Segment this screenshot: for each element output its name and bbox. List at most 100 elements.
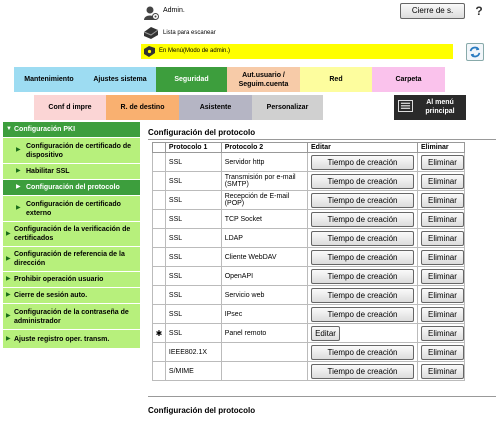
sidebar-item-external-certificate[interactable]: ▶ Configuración de certificado externo (3, 196, 140, 222)
sidebar-item-label: Configuración de la contraseña de admini… (14, 308, 129, 325)
help-icon[interactable]: ? (475, 4, 483, 18)
tab-system-settings[interactable]: Ajustes sistema (84, 67, 156, 92)
delete-cell: Eliminar (416, 342, 466, 362)
main-menu-line2: principal (425, 108, 455, 115)
sidebar-item-auto-logout[interactable]: ▶ Cierre de sesión auto. (3, 288, 140, 304)
delete-button[interactable]: Eliminar (420, 363, 464, 379)
protocol2-cell: LDAP (220, 228, 309, 248)
create-button[interactable]: Tiempo de creación (311, 268, 415, 284)
sidebar-item-admin-password[interactable]: ▶ Configuración de la contraseña de admi… (3, 304, 140, 330)
tab-maintenance[interactable]: Mantenimiento (14, 67, 84, 92)
edit-cell: Tiempo de creación (307, 304, 418, 324)
protocol1-cell: SSL (164, 323, 222, 343)
arrow-right-icon: ▶ (16, 147, 21, 153)
sidebar-item-label: Prohibir operación usuario (14, 276, 104, 283)
row-marker (152, 342, 166, 362)
create-button[interactable]: Tiempo de creación (311, 287, 415, 303)
delete-button[interactable]: Eliminar (420, 249, 464, 265)
create-button[interactable]: Tiempo de creación (311, 306, 415, 322)
row-marker (152, 190, 166, 210)
create-button[interactable]: Tiempo de creación (311, 211, 415, 227)
refresh-button[interactable] (466, 43, 484, 61)
delete-button[interactable]: Eliminar (420, 268, 464, 284)
tab-label: Ajustes sistema (93, 76, 147, 83)
edit-cell: Tiempo de creación (307, 247, 418, 267)
arrow-right-icon: ▶ (16, 184, 21, 190)
sidebar-item-enable-ssl[interactable]: ▶ Habilitar SSL (3, 164, 140, 180)
delete-cell: Eliminar (416, 171, 466, 191)
sidebar-item-label: Configuración de certificado externo (26, 200, 121, 217)
arrow-right-icon: ▶ (6, 335, 11, 342)
admin-label: Admin. (163, 7, 185, 14)
protocol1-cell: SSL (164, 209, 222, 229)
delete-button[interactable]: Eliminar (420, 230, 464, 246)
main-menu-icon (398, 100, 413, 112)
delete-button[interactable]: Eliminar (420, 344, 464, 360)
main-menu-line1: Al menú (426, 99, 454, 106)
tab-security[interactable]: Seguridad (156, 67, 227, 92)
logout-button[interactable]: Cierre de s. (400, 3, 465, 19)
delete-cell: Eliminar (416, 266, 466, 286)
sidebar: ▼ Configuración PKI ▶ Configuración de c… (3, 122, 140, 348)
tab-label: R. de destino (120, 104, 165, 111)
admin-mode-label: En Menú(Modo de admin.) (159, 48, 231, 54)
create-button[interactable]: Tiempo de creación (311, 363, 415, 379)
sidebar-item-prohibit-operation[interactable]: ▶ Prohibir operación usuario (3, 272, 140, 288)
edit-cell: Tiempo de creación (307, 361, 418, 381)
delete-button[interactable]: Eliminar (420, 154, 464, 170)
delete-button[interactable]: Eliminar (420, 211, 464, 227)
tab-label: Mantenimiento (24, 76, 74, 83)
delete-button[interactable]: Eliminar (420, 306, 464, 322)
create-button[interactable]: Tiempo de creación (311, 344, 415, 360)
sidebar-item-certificate-verification[interactable]: ▶ Configuración de la verificación de ce… (3, 222, 140, 247)
protocol2-cell: TCP Socket (220, 209, 309, 229)
create-button[interactable]: Tiempo de creación (311, 249, 415, 265)
protocol2-cell: OpenAPI (220, 266, 309, 286)
tab-network[interactable]: Red (300, 67, 372, 92)
create-button[interactable]: Tiempo de creación (311, 230, 415, 246)
tab-destination[interactable]: R. de destino (106, 95, 179, 120)
protocol-table: Protocolo 1 Protocolo 2 Editar Eliminar … (152, 142, 466, 381)
tab-user-auth[interactable]: Aut.usuario /Seguim.cuenta (227, 67, 300, 92)
tab-print-settings[interactable]: Conf d impre (34, 95, 106, 120)
create-button[interactable]: Tiempo de creación (311, 173, 415, 189)
column-header: Protocolo 2 (220, 142, 309, 153)
delete-button[interactable]: Eliminar (420, 173, 464, 189)
arrow-right-icon: ▶ (6, 230, 11, 237)
page-title: Configuración del protocolo (148, 128, 256, 137)
delete-button[interactable]: Eliminar (420, 287, 464, 303)
main-menu-button[interactable]: Al menú principal (394, 95, 466, 120)
protocol1-cell: SSL (164, 304, 222, 324)
protocol2-cell: IPsec (220, 304, 309, 324)
sidebar-item-pki[interactable]: ▼ Configuración PKI (3, 122, 140, 138)
tab-customize[interactable]: Personalizar (252, 95, 323, 120)
row-marker (152, 228, 166, 248)
create-button[interactable]: Tiempo de creación (311, 192, 415, 208)
edit-button[interactable]: Editar (311, 325, 341, 341)
protocol2-cell (220, 361, 309, 381)
protocol1-cell: SSL (164, 152, 222, 172)
protocol1-cell: SSL (164, 266, 222, 286)
delete-cell: Eliminar (416, 285, 466, 305)
column-header: Editar (307, 142, 418, 153)
main-menu-label: Al menú principal (416, 98, 464, 116)
row-marker (152, 285, 166, 305)
protocol2-cell: Panel remoto (220, 323, 309, 343)
row-marker (152, 361, 166, 381)
admin-mode-bar (141, 44, 453, 59)
tab-wizard[interactable]: Asistente (179, 95, 252, 120)
sidebar-item-address-reference[interactable]: ▶ Configuración de referencia de la dire… (3, 247, 140, 272)
edit-cell: Tiempo de creación (307, 342, 418, 362)
sidebar-item-device-certificate[interactable]: ▶ Configuración de certificado de dispos… (3, 138, 140, 164)
delete-cell: Eliminar (416, 152, 466, 172)
create-button[interactable]: Tiempo de creación (311, 154, 415, 170)
delete-button[interactable]: Eliminar (420, 192, 464, 208)
delete-button[interactable]: Eliminar (420, 325, 464, 341)
tab-box[interactable]: Carpeta (372, 67, 445, 92)
sidebar-item-protocol-settings[interactable]: ▶ Configuración del protocolo (3, 180, 140, 196)
sidebar-item-operation-log[interactable]: ▶ Ajuste registro oper. transm. (3, 330, 140, 348)
